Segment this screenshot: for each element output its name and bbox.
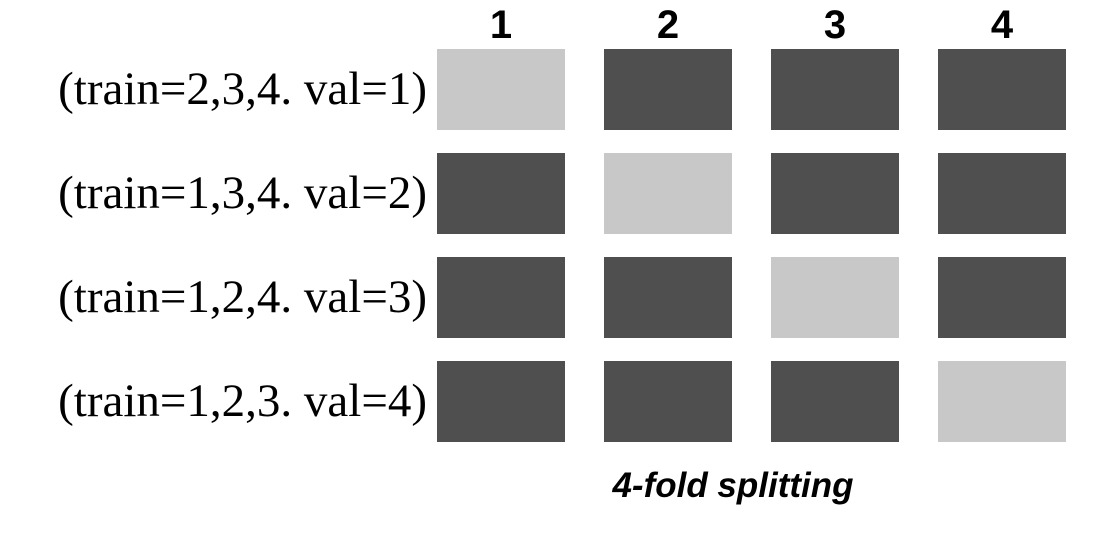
- fold-cell: [771, 257, 899, 338]
- fold-cell: [771, 361, 899, 442]
- fold-cell: [938, 49, 1066, 130]
- fold-cell: [437, 153, 565, 234]
- fold-cell: [437, 257, 565, 338]
- column-header-3: 3: [823, 2, 847, 47]
- fold-row-2: (train=1,3,4. val=2): [0, 153, 1096, 234]
- row-label: (train=1,3,4. val=2): [58, 167, 427, 219]
- column-header-4: 4: [990, 2, 1014, 47]
- fold-cell: [604, 257, 732, 338]
- fold-cell: [437, 49, 565, 130]
- fold-cell: [938, 257, 1066, 338]
- figure-caption: 4-fold splitting: [612, 466, 854, 505]
- row-label: (train=2,3,4. val=1): [58, 63, 427, 115]
- fold-cell: [604, 49, 732, 130]
- row-label: (train=1,2,4. val=3): [58, 271, 427, 323]
- row-label: (train=1,2,3. val=4): [58, 375, 427, 427]
- fold-cell: [437, 361, 565, 442]
- column-header-1: 1: [489, 2, 513, 47]
- fold-cell: [771, 49, 899, 130]
- column-header-2: 2: [656, 2, 680, 47]
- fold-cell: [604, 153, 732, 234]
- fold-row-4: (train=1,2,3. val=4): [0, 361, 1096, 442]
- fold-cell: [938, 361, 1066, 442]
- fold-cell: [771, 153, 899, 234]
- column-headers-row: 1 2 3 4: [0, 0, 1096, 49]
- fold-row-1: (train=2,3,4. val=1): [0, 49, 1096, 130]
- fold-cell: [938, 153, 1066, 234]
- fold-cell: [604, 361, 732, 442]
- fold-row-3: (train=1,2,4. val=3): [0, 257, 1096, 338]
